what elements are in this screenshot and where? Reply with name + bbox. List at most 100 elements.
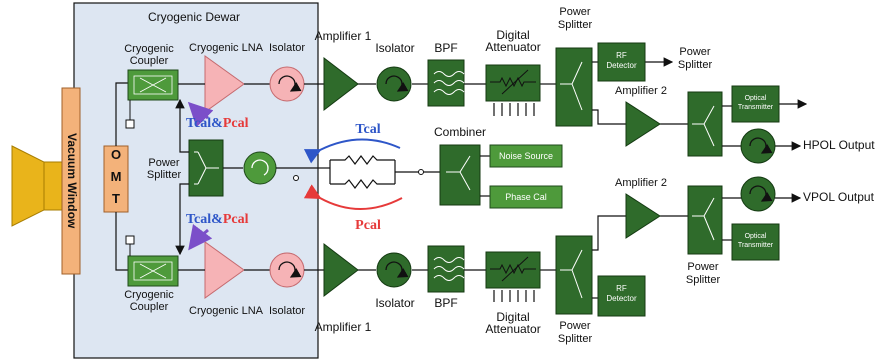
pcal-red-arc bbox=[303, 184, 403, 210]
pcal-top-text: Pcal bbox=[222, 116, 249, 131]
tcal-bottom-amp: & bbox=[211, 212, 223, 227]
amplifier-2-top-icon bbox=[625, 101, 661, 147]
tcal-blue-arc bbox=[303, 138, 401, 164]
optical-transmitter-top-label-2: Transmitter bbox=[737, 104, 774, 111]
coupler-bottom-termination bbox=[125, 235, 135, 245]
power-splitter-top-label-2: Splitter bbox=[557, 19, 593, 31]
optical-transmitter-bottom-label-2: Transmitter bbox=[737, 242, 774, 249]
tcal-pcal-top-label: Tcal&Pcal bbox=[186, 117, 248, 131]
hpol-output-label: HPOL Output bbox=[803, 138, 875, 152]
tcal-top-text: Tcal bbox=[186, 116, 212, 131]
feed-horn-icon bbox=[11, 145, 45, 227]
power-splitter-top-icon bbox=[555, 47, 593, 127]
phase-cal-box bbox=[489, 185, 563, 209]
tcal-bottom-text: Tcal bbox=[186, 212, 212, 227]
omt-letter-t: T bbox=[112, 191, 120, 206]
digital-attenuator-top-icon bbox=[485, 64, 541, 116]
optical-transmitter-bottom-box bbox=[731, 223, 780, 261]
amplifier-2-bottom-label: Amplifier 2 bbox=[615, 177, 667, 189]
vpol-output-label: VPOL Output bbox=[803, 190, 874, 204]
rf-detector-top-label-2: Detector bbox=[606, 61, 637, 70]
horn-throat bbox=[43, 161, 63, 211]
power-splitter-bottom-icon bbox=[555, 235, 593, 315]
switch-network bbox=[329, 155, 440, 189]
isolator-dewar-bottom-label: Isolator bbox=[268, 305, 306, 317]
digital-attenuator-bottom-icon bbox=[485, 251, 541, 302]
rf-detector-bottom-label-1: RF bbox=[616, 284, 627, 293]
omt-box bbox=[103, 145, 129, 213]
power-splitter-2-top-icon bbox=[687, 91, 723, 157]
amplifier-1-top-icon bbox=[323, 56, 359, 112]
rf-detector-bottom-label-2: Detector bbox=[606, 294, 637, 303]
omt-to-top-coupler-wire bbox=[115, 82, 130, 146]
omt-letter-m: M bbox=[110, 169, 122, 184]
vacuum-window-label: Vacuum Window bbox=[65, 133, 79, 229]
noise-source-label: Noise Source bbox=[498, 151, 554, 161]
optical-transmitter-top-label-1: Optical bbox=[744, 95, 767, 102]
isolator-dewar-top-icon bbox=[269, 66, 305, 102]
vacuum-window-box bbox=[61, 87, 81, 275]
attenuator-bottom-label-2: Attenuator bbox=[485, 322, 541, 336]
coupler-top-label-2: Coupler bbox=[129, 55, 169, 67]
power-splitter-2-bottom-label-1: Power bbox=[687, 261, 719, 273]
power-splitter-bottom-label-2: Splitter bbox=[557, 333, 593, 345]
combiner-label: Combiner bbox=[433, 125, 487, 139]
omt-to-bot-coupler-wire bbox=[115, 212, 130, 271]
power-splitter-2-top-label-2: Splitter bbox=[677, 59, 713, 71]
isolator-center-icon bbox=[243, 151, 277, 185]
power-splitter-top-label-1: Power bbox=[559, 6, 591, 18]
amplifier-1-bottom-icon bbox=[323, 242, 359, 298]
noise-source-box bbox=[489, 144, 563, 168]
rf-detector-top-box bbox=[597, 42, 646, 82]
amplifier-2-top-label: Amplifier 2 bbox=[615, 85, 667, 97]
cryogenic-coupler-bottom bbox=[127, 255, 179, 287]
isolator-hpol-icon bbox=[740, 128, 776, 164]
lna-bottom-label: Cryogenic LNA bbox=[189, 305, 263, 317]
isolator-dewar-bottom-icon bbox=[269, 252, 305, 288]
isolator-bottom-label: Isolator bbox=[375, 296, 415, 310]
power-splitter-2-bottom-icon bbox=[687, 185, 723, 255]
amplifier-2-bottom-icon bbox=[625, 193, 661, 239]
dewar-title: Cryogenic Dewar bbox=[147, 10, 241, 24]
attenuator-bottom-label-1: Digital bbox=[496, 310, 530, 324]
isolator-top-label: Isolator bbox=[375, 41, 415, 55]
phase-cal-label: Phase Cal bbox=[505, 192, 547, 202]
coupler-top-termination bbox=[125, 119, 135, 129]
pcal-bottom-text: Pcal bbox=[222, 212, 249, 227]
coupler-bottom-label-2: Coupler bbox=[129, 301, 169, 313]
power-splitter-center-label-2: Splitter bbox=[146, 169, 182, 181]
bpf-top-label: BPF bbox=[434, 41, 458, 55]
omt-letter-o: O bbox=[110, 147, 122, 162]
amplifier-1-bottom-label: Amplifier 1 bbox=[314, 320, 372, 334]
power-splitter-2-top-label-1: Power bbox=[679, 46, 711, 58]
optical-transmitter-top-box bbox=[731, 85, 780, 123]
isolator-bottom-icon bbox=[376, 252, 412, 288]
tcal-label: Tcal bbox=[355, 122, 381, 137]
power-splitter-2-bottom-label-2: Splitter bbox=[685, 274, 721, 286]
coupler-bottom-label-1: Cryogenic bbox=[124, 289, 174, 301]
rf-detector-top-label-1: RF bbox=[616, 51, 627, 60]
power-splitter-center-icon bbox=[188, 139, 224, 197]
bpf-top-icon bbox=[427, 59, 465, 107]
tcal-pcal-top-arrow bbox=[187, 101, 214, 128]
cryogenic-coupler-top bbox=[127, 69, 179, 101]
isolator-dewar-top-label: Isolator bbox=[268, 42, 306, 54]
amplifier-1-top-label: Amplifier 1 bbox=[314, 29, 372, 43]
isolator-top-icon bbox=[376, 66, 412, 102]
rf-detector-bottom-box bbox=[597, 275, 646, 317]
pcal-label: Pcal bbox=[355, 218, 381, 233]
coupler-top-label-1: Cryogenic bbox=[124, 43, 174, 55]
combiner-icon bbox=[439, 144, 481, 206]
bpf-bottom-label: BPF bbox=[434, 296, 458, 310]
power-splitter-bottom-label-1: Power bbox=[559, 320, 591, 332]
isolator-vpol-icon bbox=[740, 176, 776, 212]
attenuator-top-label-2: Attenuator bbox=[485, 40, 541, 54]
tcal-pcal-bottom-label: Tcal&Pcal bbox=[186, 213, 248, 227]
tcal-pcal-bottom-arrow bbox=[188, 224, 213, 251]
lna-top-label: Cryogenic LNA bbox=[189, 42, 263, 54]
attenuator-top-label-1: Digital bbox=[496, 28, 530, 42]
power-splitter-center-label-1: Power bbox=[148, 157, 180, 169]
bpf-bottom-icon bbox=[427, 245, 465, 293]
tcal-top-amp: & bbox=[211, 116, 223, 131]
